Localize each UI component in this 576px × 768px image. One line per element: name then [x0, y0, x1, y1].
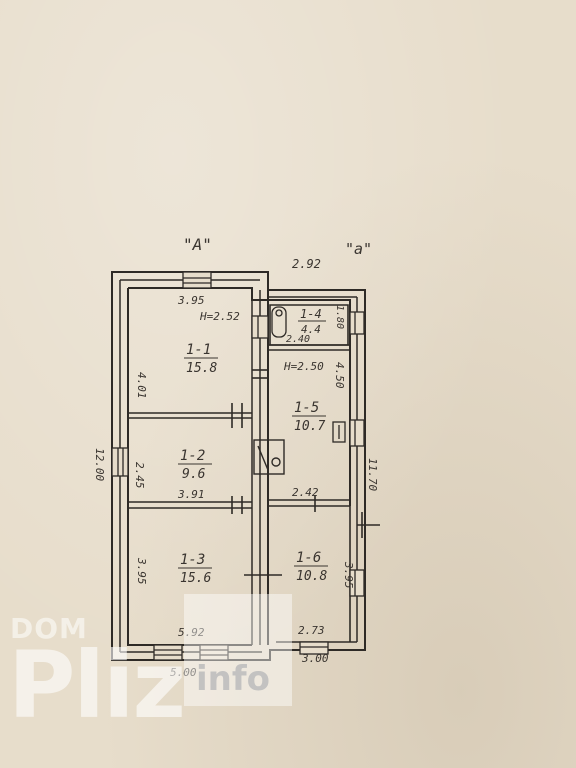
room-labels: 1-1 15.8 1-2 9.6 1-3 15.6 1-4 4.4 1-5 10…: [178, 307, 328, 586]
dimension-labels: "А" "а" 2.92 3.95 H=2.52 4.01 12.00 2.45…: [93, 235, 379, 679]
boiler-icon: [332, 421, 346, 443]
bathtub-icon: [271, 306, 287, 338]
dim-room3-height: 3.95: [135, 557, 148, 585]
door-marks: [231, 369, 380, 576]
dim-room4-width: 2.40: [286, 334, 310, 345]
stove-icon: [253, 439, 285, 475]
room-1-1: 1-1 15.8: [184, 342, 218, 376]
height-annex: H=2.50: [283, 360, 324, 373]
room-id: 1-2: [180, 448, 205, 464]
dim-left-total: 12.00: [93, 448, 106, 481]
dim-room4-height: 1.80: [334, 305, 345, 329]
dim-room5-height: 4.50: [333, 362, 346, 389]
dim-bottom-annex: 3.00: [301, 652, 329, 665]
dim-room5-bottom: 2.42: [292, 486, 319, 499]
dim-room2-bottom: 3.91: [177, 488, 205, 501]
room-1-4: 1-4 4.4: [298, 307, 326, 336]
room-area: 15.8: [186, 361, 217, 376]
section-label-big-a: "А": [183, 235, 212, 254]
dim-room2-height: 2.45: [133, 462, 146, 489]
windows: [111, 271, 365, 661]
room-area: 10.7: [294, 419, 325, 434]
room-area: 9.6: [182, 467, 206, 482]
room-1-6: 1-6 10.8: [294, 550, 328, 584]
section-label-small-a: "а": [345, 240, 372, 258]
room-area: 15.6: [180, 571, 211, 586]
height-main: H=2.52: [199, 310, 240, 323]
dim-room6-height: 3.95: [342, 561, 355, 589]
outer-walls: [111, 271, 366, 661]
dim-room1-height: 4.01: [135, 372, 148, 399]
dim-top-annex: 2.92: [292, 257, 321, 271]
room-1-2: 1-2 9.6: [178, 448, 212, 482]
room-id: 1-5: [294, 400, 319, 416]
dim-top-main: 3.95: [177, 294, 205, 307]
wall-thickness: [119, 279, 358, 653]
dim-right-total: 11.70: [366, 458, 379, 491]
dim-room3-bottom: 5.92: [178, 626, 205, 639]
room-1-3: 1-3 15.6: [178, 552, 212, 586]
dim-room6-bottom: 2.73: [298, 624, 325, 637]
room-area: 4.4: [301, 323, 321, 336]
room-id: 1-3: [180, 552, 205, 568]
dim-bottom-main: 5.00: [170, 666, 197, 679]
room-area: 10.8: [296, 569, 327, 584]
room-id: 1-4: [300, 307, 322, 321]
room-id: 1-6: [296, 550, 321, 566]
room-1-5: 1-5 10.7: [292, 400, 326, 434]
room-id: 1-1: [186, 342, 211, 358]
